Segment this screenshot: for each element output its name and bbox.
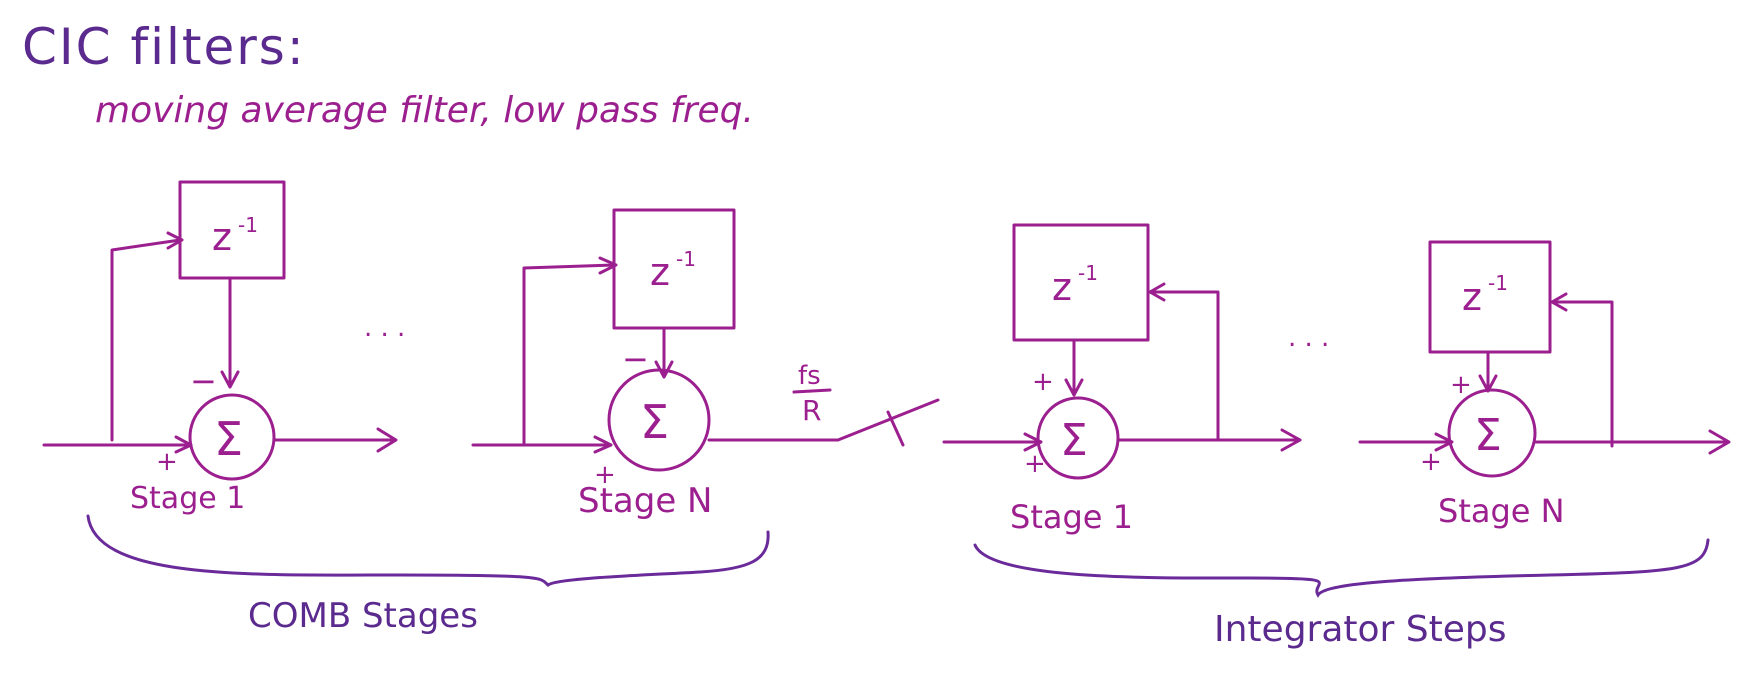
integrator-stage-1-plus-sign-left: +	[1024, 449, 1046, 479]
comb-stage-n-delay-box	[612, 208, 736, 330]
integrator-stage-1-delay-label: z	[1052, 265, 1072, 309]
integrator-steps-brace	[973, 538, 1710, 598]
page-title: CIC filters:	[22, 18, 306, 76]
comb-stages-brace	[86, 514, 770, 587]
integrator-stage-n-delay-box	[1428, 240, 1552, 354]
integrator-stage-n	[1358, 240, 1731, 478]
integrator-stage-n-delay-exponent: -1	[1488, 271, 1508, 295]
integrator-stage-n-label: Stage N	[1438, 492, 1565, 530]
switch-fraction-bar	[792, 388, 832, 394]
comb-stage-n-sum-symbol: Σ	[640, 395, 669, 449]
integrator-stage-1-input-arrowhead	[1023, 432, 1043, 452]
comb-stage-n-minus-sign: −	[622, 340, 649, 378]
comb-stage-1-delay-exponent: -1	[238, 213, 258, 237]
integrator-stage-1-plus-sign-top: +	[1032, 367, 1054, 397]
downsample-numerator: fs	[798, 361, 821, 391]
page-subtitle: moving average filter, low pass freq.	[95, 90, 754, 131]
comb-stage-n-sum-node	[607, 368, 711, 472]
comb-stage-1-delay-box	[178, 180, 286, 280]
integrator-stage-1-sum-node	[1036, 396, 1120, 480]
integrator-stage-n-output-arrowhead	[1708, 429, 1731, 455]
integrator-stage-1-delay-arrowhead	[1064, 378, 1084, 397]
integrator-stage-1-feedback-line	[1148, 290, 1220, 442]
comb-stage-1-input-arrowhead	[174, 435, 193, 454]
downsampler-switch	[792, 388, 940, 447]
comb-stage-n-feedforward-line	[522, 263, 616, 445]
integrator-stage-n-plus-sign-top: +	[1450, 370, 1472, 400]
integrator-stage-n-sum-node	[1447, 388, 1537, 478]
integrator-stage-n-feedback-line	[1550, 300, 1614, 448]
comb-stage-1-label: Stage 1	[130, 481, 245, 516]
integrator-stage-n-feedback-arrowhead	[1550, 292, 1568, 312]
comb-stage-n-feedforward-arrowhead	[598, 256, 618, 275]
comb-stage-n-delay-label: z	[650, 250, 670, 294]
integrator-stage-n-delay-arrowhead	[1478, 374, 1498, 393]
switch-crossbar	[886, 410, 905, 447]
integrator-stage-1	[942, 223, 1302, 480]
comb-ellipsis: . . .	[364, 313, 405, 343]
comb-stages-label: COMB Stages	[248, 596, 478, 636]
integrator-ellipsis: . . .	[1288, 323, 1329, 353]
integrator-stage-n-delay-label: z	[1462, 275, 1482, 319]
comb-stage-1-sum-symbol: Σ	[214, 412, 243, 466]
comb-stage-n-delay-arrowhead	[654, 360, 674, 379]
integrator-steps-label: Integrator Steps	[1214, 609, 1507, 650]
comb-stage-1-plus-sign: +	[156, 447, 178, 477]
comb-stage-n-delay-exponent: -1	[676, 247, 696, 271]
comb-stage-1	[42, 180, 398, 481]
comb-stage-1-feedforward-line	[110, 238, 182, 442]
comb-stage-1-delay-arrowhead	[220, 370, 240, 389]
comb-stage-1-output-arrowhead	[376, 427, 398, 453]
integrator-stage-1-label: Stage 1	[1010, 498, 1133, 536]
comb-stage-n-label: Stage N	[578, 481, 713, 521]
integrator-stage-1-output-arrowhead	[1280, 428, 1302, 452]
downsample-denominator: R	[802, 394, 821, 427]
integrator-stage-n-plus-sign-left: +	[1420, 447, 1442, 477]
integrator-stage-1-sum-symbol: Σ	[1060, 415, 1088, 466]
comb-stage-1-sum-node	[188, 393, 276, 481]
comb-stage-n-plus-sign: +	[594, 460, 616, 490]
integrator-stage-n-sum-symbol: Σ	[1474, 410, 1502, 461]
comb-stage-1-feedforward-arrowhead	[166, 231, 184, 250]
integrator-stage-n-input-arrowhead	[1434, 432, 1454, 452]
comb-stage-n	[471, 208, 840, 472]
comb-stage-1-minus-sign: −	[190, 362, 217, 400]
switch-blade	[836, 398, 940, 442]
comb-stage-1-delay-label: z	[212, 215, 232, 259]
integrator-stage-1-delay-box	[1012, 223, 1150, 342]
comb-stage-n-input-arrowhead	[593, 435, 613, 454]
integrator-stage-1-delay-exponent: -1	[1078, 261, 1098, 285]
integrator-stage-1-feedback-arrowhead	[1148, 282, 1166, 302]
